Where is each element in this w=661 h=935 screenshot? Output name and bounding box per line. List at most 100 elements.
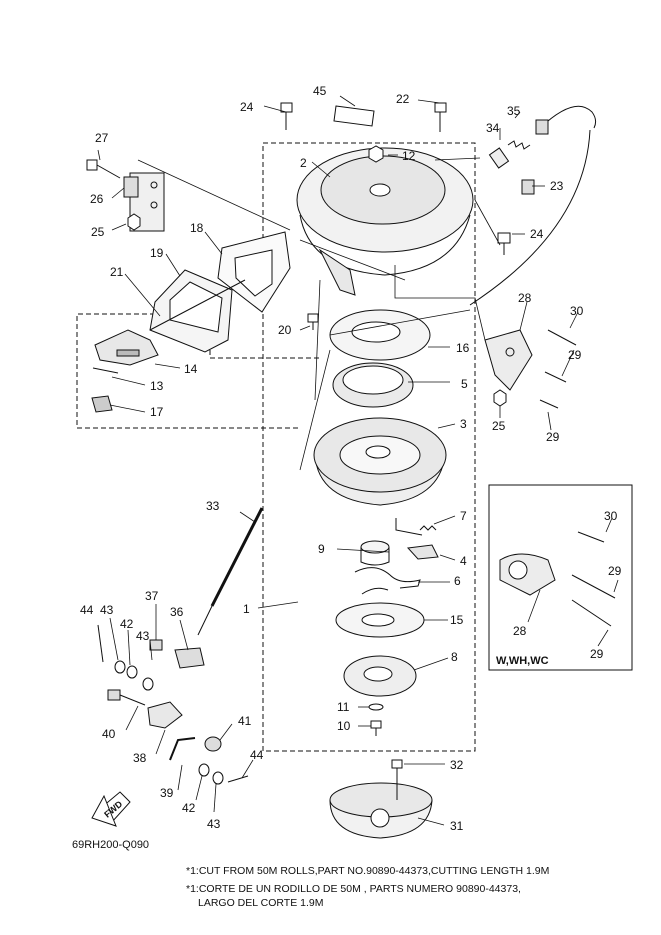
inset-callout-29-b: 29 — [590, 647, 604, 661]
callout-29-a: 29 — [568, 348, 582, 362]
callout-3: 3 — [460, 417, 467, 431]
spring-35 — [507, 140, 531, 150]
cable-loop — [469, 129, 591, 306]
callout-41: 41 — [238, 714, 252, 728]
washer-43-a — [114, 660, 126, 674]
diagram-code: 69RH200-Q090 — [72, 839, 149, 851]
rope-21 — [149, 279, 246, 331]
callout-35: 35 — [507, 104, 521, 118]
assembly-dashed-box — [262, 142, 476, 752]
callout-labels: 45 24 22 35 34 12 27 2 23 26 24 18 25 19… — [72, 84, 622, 851]
callout-42-b: 42 — [182, 801, 196, 815]
note-line-2: *1:CORTE DE UN RODILLO DE 50M , PARTS NU… — [186, 883, 521, 895]
callout-18: 18 — [190, 221, 204, 235]
start-cable — [539, 105, 597, 129]
handle-14 — [94, 329, 159, 366]
inset-callout-29-a: 29 — [608, 564, 622, 578]
callout-23: 23 — [550, 179, 564, 193]
callout-26: 26 — [90, 192, 104, 206]
cable-33b — [197, 605, 213, 636]
label-plate — [333, 105, 375, 127]
bolt-29-a — [544, 371, 567, 383]
callout-19: 19 — [150, 246, 164, 260]
callout-10: 10 — [337, 719, 351, 733]
bolt-24-right — [497, 232, 511, 255]
bolt-32 — [391, 759, 403, 800]
bushing-9 — [360, 540, 390, 566]
callout-43-c: 43 — [207, 817, 221, 831]
plate-15 — [335, 602, 425, 638]
leader-lines — [97, 95, 619, 826]
note-line-3: LARGO DEL CORTE 1.9M — [198, 897, 324, 909]
collar-41 — [204, 736, 222, 752]
drive-pawl-4 — [406, 544, 439, 560]
bolt-37 — [149, 639, 163, 651]
callout-14: 14 — [184, 362, 198, 376]
callout-37: 37 — [145, 589, 159, 603]
callout-7: 7 — [460, 509, 467, 523]
callout-20: 20 — [278, 323, 292, 337]
callout-43-a: 43 — [100, 603, 114, 617]
pulley-3 — [313, 417, 447, 506]
callout-42-a: 42 — [120, 617, 134, 631]
guide-lines — [137, 157, 501, 471]
washer-42-a — [126, 665, 138, 679]
note-line-1: *1:CUT FROM 50M ROLLS,PART NO.90890-4437… — [186, 865, 550, 877]
callout-8: 8 — [451, 650, 458, 664]
screw-20 — [307, 313, 319, 330]
spiral-spring-5 — [332, 362, 414, 408]
callout-44-left: 44 — [80, 603, 94, 617]
drive-cup-31 — [329, 782, 433, 839]
fwd-arrow-head — [91, 794, 117, 827]
callout-27: 27 — [95, 131, 109, 145]
callout-21: 21 — [110, 265, 124, 279]
callout-25-left: 25 — [91, 225, 105, 239]
callout-5: 5 — [461, 377, 468, 391]
inset-variant-label: W,WH,WC — [496, 655, 549, 667]
grommet-18 — [217, 231, 291, 313]
callout-4: 4 — [460, 554, 467, 568]
drive-plate-8 — [343, 655, 417, 697]
bolt-30 — [547, 329, 577, 346]
inset-bracket — [499, 553, 556, 596]
inset-box — [488, 484, 633, 671]
callout-22: 22 — [396, 92, 410, 106]
callout-24-right: 24 — [530, 227, 544, 241]
cover-19 — [149, 269, 233, 353]
spring-7 — [419, 525, 437, 531]
pin-34 — [488, 147, 510, 169]
cable-end — [535, 119, 549, 135]
callout-11: 11 — [337, 700, 350, 714]
callout-2: 2 — [300, 156, 307, 170]
callout-17: 17 — [150, 405, 164, 419]
spring-clip-6 — [354, 567, 421, 589]
washer-43-b — [142, 677, 154, 691]
rod-39 — [169, 737, 196, 761]
handle-dashed-box — [76, 313, 320, 429]
cable-33 — [210, 507, 264, 607]
washer-43-c — [212, 771, 224, 785]
callout-12: 12 — [402, 149, 416, 163]
callout-1: 1 — [243, 602, 250, 616]
inset-bolt-29-a — [571, 574, 616, 599]
screw-27 — [86, 159, 121, 179]
callout-15: 15 — [450, 613, 464, 627]
inset-callout-28: 28 — [513, 624, 527, 638]
bolt-10 — [370, 720, 382, 736]
washer-42-b — [198, 763, 210, 777]
callout-38: 38 — [133, 751, 147, 765]
bolt-40 — [107, 689, 146, 706]
plate-16 — [329, 309, 431, 361]
washer-11 — [368, 703, 384, 711]
starter-housing — [296, 147, 474, 296]
bracket-28 — [484, 329, 533, 391]
pin-13 — [92, 367, 119, 374]
lever-38 — [147, 701, 183, 729]
inset-bolt-29-b — [571, 599, 612, 627]
bolt-12 — [368, 145, 384, 163]
callout-39: 39 — [160, 786, 174, 800]
pin-44-left — [97, 624, 104, 663]
pawl-leader — [395, 518, 423, 536]
bracket-26 — [123, 172, 165, 232]
